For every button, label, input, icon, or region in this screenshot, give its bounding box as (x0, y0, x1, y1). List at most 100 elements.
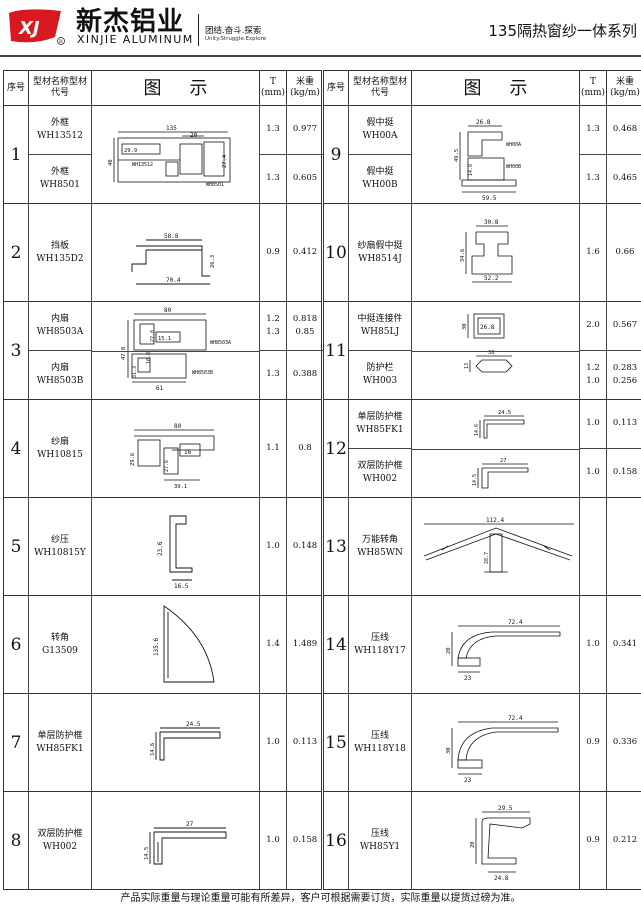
thickness-value: 1.0 (266, 541, 280, 551)
row-number: 16 (324, 792, 349, 889)
col-thickness-header: T(mm) (580, 71, 607, 105)
weight-value: 1.489 (292, 639, 318, 649)
svg-text:52.2: 52.2 (484, 275, 499, 282)
thickness-value: 1.0 (580, 400, 606, 449)
footer-note: 产品实际重量与理论重量可能有所差异，客户可根据需要订货，实际重量以提货过磅为准。 (120, 893, 521, 904)
profile-diagram: 24.5 14.6 (150, 721, 221, 761)
thickness-value: 1.2 1.0 (586, 362, 600, 386)
profile-drawing: 58.8 26.3 70.4 (92, 204, 260, 301)
profile-diagram: 30 26.8 30 13 (462, 313, 513, 373)
brand-name-cn: 新杰铝业 (76, 7, 185, 37)
weight-value: 0.605 (292, 173, 318, 184)
thickness-value: 0.9 (586, 737, 600, 747)
svg-text:61: 61 (156, 385, 164, 392)
profile-drawing: 112.4 28.7 (412, 498, 580, 595)
svg-text:29.9: 29.9 (124, 148, 137, 154)
profile-diagram: 135.6 (153, 605, 215, 683)
weight-value: 0.158 (292, 835, 318, 845)
svg-text:28.7: 28.7 (484, 552, 490, 564)
weight-value: 0.66 (615, 247, 635, 257)
weight-value: 0.148 (292, 541, 318, 551)
svg-text:13: 13 (464, 363, 470, 369)
weight-value (607, 498, 641, 595)
col-figure-header: 图示 (412, 71, 580, 105)
profile-diagram: 24.5 14.6 27 14.5 (472, 410, 529, 489)
thickness-value: 1.0 (586, 467, 600, 478)
profile-drawing: 72.4 30 23 (412, 694, 580, 791)
svg-text:34.6: 34.6 (460, 249, 466, 262)
row-number: 8 (4, 792, 29, 889)
svg-text:72.4: 72.4 (508, 715, 523, 722)
profile-drawing: 23.6 16.5 (92, 498, 260, 595)
svg-text:14.8: 14.8 (468, 164, 474, 176)
profile-drawing: 27 14.5 (92, 792, 260, 889)
svg-text:WH13512: WH13512 (132, 162, 153, 168)
svg-text:26.8: 26.8 (480, 324, 495, 331)
svg-text:WH8503B: WH8503B (192, 370, 213, 376)
weight-value: 0.113 (607, 400, 641, 449)
svg-text:16.5: 16.5 (174, 583, 189, 590)
profile-diagram: 72.4 20 23 (446, 619, 561, 682)
svg-text:30: 30 (446, 747, 452, 754)
svg-text:39.1: 39.1 (174, 484, 187, 490)
col-no-header: 序号 (324, 71, 349, 105)
profile-diagram: 80 27.8 15.1 WH8503A 47.8 31.3 16.8 WH85… (121, 307, 231, 392)
profile-diagram: 80 29.6 27.6 16 39.1 (130, 423, 215, 490)
weight-value: 0.567 (607, 302, 641, 351)
profile-diagram: 58.8 26.3 70.4 (131, 233, 216, 285)
svg-text:29.5: 29.5 (498, 805, 513, 812)
svg-text:40: 40 (108, 159, 114, 166)
svg-text:WH00A: WH00A (506, 142, 521, 148)
col-weight-header: 米重(kg/m) (290, 77, 320, 98)
svg-text:29.6: 29.6 (130, 453, 136, 466)
col-thickness-header: T(mm) (260, 71, 287, 105)
col-figure-header: 图示 (92, 71, 260, 105)
svg-text:135.6: 135.6 (153, 638, 160, 656)
svg-text:WH8501: WH8501 (206, 182, 224, 188)
svg-text:72.4: 72.4 (508, 619, 523, 626)
svg-text:23: 23 (464, 777, 472, 784)
table-header: 序号 型材名称型材代号 图示 T(mm) 米重(kg/m) (323, 70, 641, 106)
profile-diagram: 72.4 30 23 (446, 715, 559, 784)
weight-value: 0.283 0.256 (612, 362, 638, 386)
thickness-value (580, 498, 606, 595)
profile-diagram: 29.5 20 24.8 (470, 805, 531, 882)
svg-text:23: 23 (464, 675, 472, 682)
row-number: 6 (4, 596, 29, 693)
svg-text:30.8: 30.8 (484, 219, 499, 226)
svg-text:15.1: 15.1 (158, 336, 171, 342)
logo-text: XJ (18, 18, 40, 39)
thickness-value: 1.2 1.3 (260, 302, 286, 351)
thickness-value: 1.3 (586, 173, 600, 184)
weight-value: 0.341 (612, 639, 638, 649)
svg-text:14.6: 14.6 (150, 743, 156, 756)
profile-drawing: 24.5 14.6 27 14.5 (412, 400, 580, 497)
thickness-value: 1.0 (266, 737, 280, 747)
profile-diagram: 23.6 16.5 (157, 515, 193, 590)
profile-drawing: 24.5 14.6 (92, 694, 260, 791)
series-title: 135隔热窗纱一体系列 (488, 22, 637, 40)
thickness-value: 2.0 (580, 302, 606, 351)
thickness-value: 1.6 (586, 247, 600, 257)
row-number: 11 (324, 302, 349, 399)
svg-text:70.4: 70.4 (166, 277, 181, 284)
